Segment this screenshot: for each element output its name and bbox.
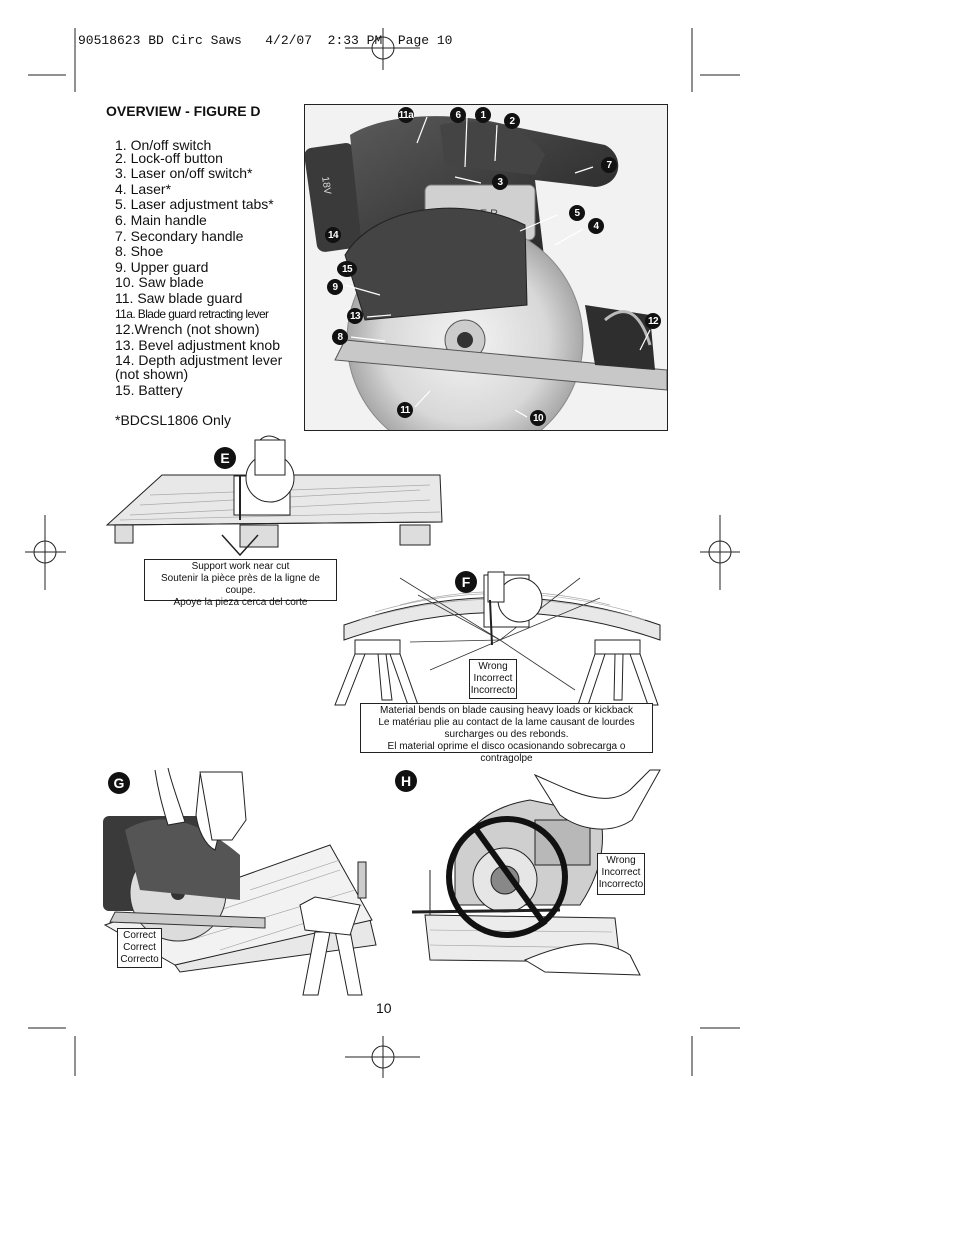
circular-saw-illustration: 18V LASER — [305, 116, 667, 430]
figure-e-caption: Support work near cut Soutenir la pièce … — [144, 559, 337, 608]
list-item: 2. Lock-off button — [115, 149, 223, 166]
callout-5: 5 — [569, 205, 585, 221]
label-line: Incorrecto — [598, 879, 644, 890]
callout-11: 11 — [397, 402, 413, 418]
list-item: 4. Laser* — [115, 180, 172, 197]
callout-6: 6 — [450, 107, 466, 123]
list-item: 9. Upper guard — [115, 258, 209, 275]
figure-e-letter: E — [214, 447, 236, 469]
label-line: Wrong — [606, 855, 636, 866]
battery-label: 18V — [319, 176, 332, 195]
list-item: (not shown) — [115, 365, 189, 382]
callout-14: 13 — [347, 308, 363, 324]
caption-line: El material oprime el disco ocasionando … — [387, 741, 626, 764]
caption-line: Soutenir la pièce près de la ligne de co… — [161, 573, 320, 596]
label-line: Incorrect — [601, 867, 641, 878]
label-line: Correcto — [120, 954, 159, 965]
list-item: 1. On/off switch — [115, 137, 212, 153]
label-line: Correct — [123, 930, 156, 941]
label-line: Incorrecto — [470, 685, 516, 696]
list-item: 11. Saw blade guard — [115, 289, 243, 306]
figure-f-caption: Material bends on blade causing heavy lo… — [360, 703, 653, 764]
callout-8: 8 — [332, 329, 348, 345]
callout-1: 1 — [475, 107, 491, 123]
list-item: 12.Wrench (not shown) — [115, 321, 260, 338]
figure-h-letter: H — [395, 770, 417, 792]
label-line: Incorrect — [473, 673, 513, 684]
list-item: 6. Main handle — [115, 211, 207, 228]
page-number: 10 — [376, 1000, 392, 1016]
caption-line: Material bends on blade causing heavy lo… — [380, 705, 633, 716]
overview-title: OVERVIEW - FIGURE D — [106, 103, 261, 119]
print-slug: 90518623 BD Circ Saws 4/2/07 2:33 PM Pag… — [78, 33, 453, 48]
callout-12: 11a — [398, 107, 414, 123]
list-item: 5. Laser adjustment tabs* — [115, 196, 274, 213]
overview-list: 1. On/off switch 2. Lock-off button 3. L… — [115, 137, 303, 398]
figure-d-photo: 18V LASER — [304, 104, 668, 431]
list-item: 13. Bevel adjustment knob — [115, 336, 280, 353]
list-item: 14. Depth adjustment lever — [115, 352, 283, 369]
caption-line: Support work near cut — [191, 561, 290, 572]
caption-line: surcharges ou des rebonds. — [444, 729, 569, 740]
caption-line: Le matériau plie au contact de la lame c… — [378, 717, 635, 728]
label-line: Correct — [123, 942, 156, 953]
callout-10: 10 — [530, 410, 546, 426]
figure-g-correct-label: Correct Correct Correcto — [117, 928, 162, 968]
list-item: 3. Laser on/off switch* — [115, 165, 253, 182]
callout-4: 4 — [588, 218, 604, 234]
figure-f-letter: F — [455, 571, 477, 593]
list-item: 11a. Blade guard retracting lever — [115, 306, 269, 321]
caption-line: Apoye la pieza cerca del corte — [173, 597, 308, 608]
figure-g-letter: G — [108, 772, 130, 794]
label-line: Wrong — [478, 661, 508, 672]
figure-h-wrong-label: Wrong Incorrect Incorrecto — [597, 853, 645, 895]
list-item: 8. Shoe — [115, 243, 164, 260]
figure-f-wrong-label: Wrong Incorrect Incorrecto — [469, 659, 517, 699]
callout-3: 3 — [492, 174, 508, 190]
list-item: 7. Secondary handle — [115, 227, 244, 244]
list-item: 15. Battery — [115, 381, 183, 398]
callout-13: 12 — [645, 313, 661, 329]
callout-7: 7 — [601, 157, 617, 173]
callout-15: 14 — [325, 227, 341, 243]
callout-11a: 15 — [337, 261, 357, 277]
list-item: 10. Saw blade — [115, 274, 204, 291]
overview-footnote: *BDCSL1806 Only — [115, 412, 231, 428]
callout-2: 2 — [504, 113, 520, 129]
callout-9: 9 — [327, 279, 343, 295]
